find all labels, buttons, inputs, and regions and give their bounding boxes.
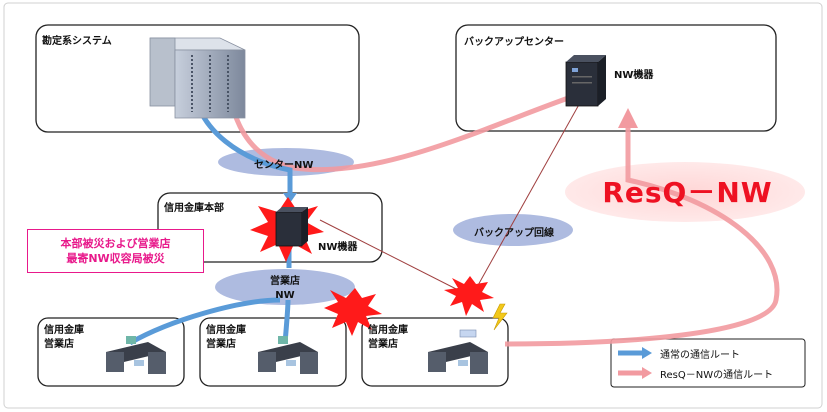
legend-resq-label: ResQ－NWの通信ルート (660, 370, 774, 381)
legend-normal-arrowhead (642, 347, 652, 359)
branch3-title: 信用金庫 営業店 (368, 325, 408, 350)
backup-line-label: バックアップ回線 (474, 228, 554, 239)
normal-route-branch1 (128, 297, 281, 346)
hq-title: 信用金庫本部 (164, 203, 224, 214)
resq-nw-glow (565, 162, 805, 222)
backup-nw-device-icon (565, 55, 606, 107)
legend-normal-label: 通常の通信ルート (660, 350, 740, 361)
hq-nw-device-label: NW機器 (318, 242, 358, 253)
branch-nw-label: 営業店 NW (270, 275, 300, 303)
legend-normal: 通常の通信ルート (660, 346, 740, 361)
resq-route-branch (504, 125, 780, 347)
branch3-terminal-icon (428, 329, 488, 374)
disaster-callout: 本部被災および営業店 最寄NW収容局被災 (27, 229, 204, 273)
center-nw-label: センターNW (254, 160, 314, 171)
branch2-title: 信用金庫 営業店 (206, 325, 246, 350)
backup-line-cloud (453, 214, 573, 246)
branch-nw-line2: NW (275, 290, 295, 301)
legend-box (610, 338, 806, 388)
disaster-burst-branch-nw (324, 288, 382, 336)
hq-nw-device-icon (275, 207, 308, 247)
resq-nw-label: ResQ－NW (602, 176, 773, 209)
branch-nw-cloud (215, 269, 355, 305)
lightning-icon (492, 303, 508, 331)
legend-resq-arrowhead (642, 367, 652, 379)
accounting-title: 勘定系システム (42, 36, 112, 47)
branch-nw-line1: 営業店 (270, 276, 300, 287)
hq-to-branch3-line (319, 219, 471, 297)
callout-line2: 最寄NW収容局被災 (66, 252, 165, 265)
callout-line1: 本部被災および営業店 (60, 237, 171, 250)
resq-route-center (227, 91, 575, 173)
disaster-burst-line (444, 276, 494, 316)
normal-arrowhead-hq (283, 193, 297, 203)
legend-resq: ResQ－NWの通信ルート (660, 366, 773, 381)
resq-arrowhead (618, 108, 638, 128)
branch1-title: 信用金庫 営業店 (44, 325, 84, 350)
branch1-terminal-icon (106, 336, 166, 374)
backup-line (471, 91, 587, 297)
backup-nw-device-label: NW機器 (614, 70, 654, 81)
backup-center-box (455, 24, 777, 132)
mainframe-server-icon (149, 37, 246, 119)
branch2-terminal-icon (258, 336, 318, 374)
backup-center-title: バックアップセンター (464, 37, 564, 48)
